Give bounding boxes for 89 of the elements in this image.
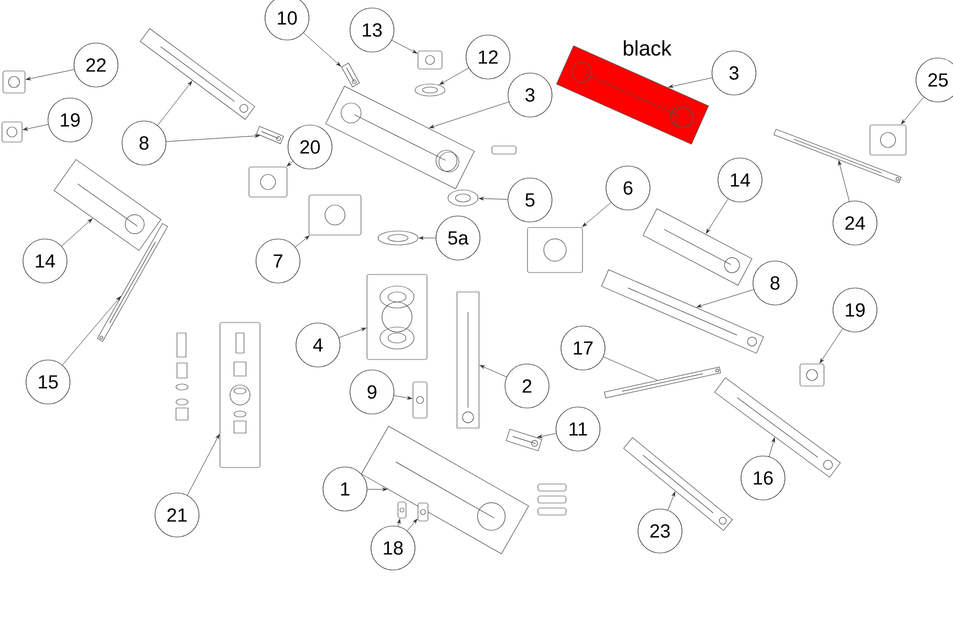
leader-line xyxy=(537,433,556,438)
leader-line xyxy=(696,289,754,308)
leader-line xyxy=(394,395,412,400)
leader-line xyxy=(367,488,388,492)
grip xyxy=(642,208,752,286)
leader-line xyxy=(392,40,418,54)
callout-number: 8 xyxy=(122,120,166,166)
color-note: black xyxy=(624,40,672,56)
callout-number: 2 xyxy=(504,364,550,408)
leader-line xyxy=(439,68,469,85)
callout-number: 11 xyxy=(556,406,600,452)
bearing-box xyxy=(366,274,428,360)
cable xyxy=(604,366,721,398)
callout-number: 15 xyxy=(26,360,70,404)
callout-number: 16 xyxy=(740,456,786,500)
clip xyxy=(418,502,428,522)
leader-line xyxy=(286,161,294,166)
leader-line xyxy=(901,96,924,124)
callout-number: 14 xyxy=(718,158,762,202)
end-plug xyxy=(2,70,26,94)
leader-line xyxy=(397,518,401,527)
leader-line xyxy=(820,328,843,364)
screw xyxy=(398,502,406,518)
callout-number: 9 xyxy=(350,370,394,414)
leader-line xyxy=(603,356,658,380)
handlebar-tube xyxy=(601,269,764,354)
throttle-grip xyxy=(54,159,162,251)
callout-number: 22 xyxy=(74,42,118,88)
leader-line xyxy=(157,80,192,126)
end-plug xyxy=(2,122,22,142)
leader-line xyxy=(478,196,508,200)
triple-clamp xyxy=(325,86,475,190)
leader-line xyxy=(407,518,418,532)
callout-number: 12 xyxy=(466,34,510,80)
leader-line xyxy=(166,134,260,142)
callout-number: 3 xyxy=(712,50,756,96)
parts-box xyxy=(220,322,260,468)
end-plug xyxy=(800,364,824,386)
callout-number: 4 xyxy=(296,322,340,368)
leader-line xyxy=(26,69,74,80)
leader-line xyxy=(668,77,712,88)
leader-line xyxy=(582,202,612,227)
bolts xyxy=(506,428,542,452)
leader-line xyxy=(768,438,775,457)
callout-number: 13 xyxy=(350,8,394,52)
clamp xyxy=(248,166,288,198)
leader-line xyxy=(429,102,510,128)
callout-number: 10 xyxy=(264,0,310,40)
callout-number: 24 xyxy=(832,200,878,246)
callout-number: 17 xyxy=(560,326,606,370)
nut xyxy=(418,50,442,70)
callout-number: 19 xyxy=(832,288,878,332)
bolts xyxy=(412,382,428,418)
leader-line xyxy=(187,434,220,496)
clamp xyxy=(527,227,583,273)
callout-number: 14 xyxy=(22,238,68,284)
leader-line xyxy=(295,236,310,248)
callout-number: 1 xyxy=(322,466,368,512)
leader-line xyxy=(838,160,850,202)
nut xyxy=(448,190,478,206)
callout-number: 7 xyxy=(256,238,300,284)
leader-line xyxy=(61,218,92,246)
handlebar-tube xyxy=(140,28,256,120)
leader-line xyxy=(303,32,341,66)
steering-stem xyxy=(456,292,480,428)
leader-line xyxy=(668,492,676,510)
leader-line xyxy=(480,365,507,378)
cable xyxy=(774,128,902,184)
leader-line xyxy=(338,328,366,338)
callout-number: 18 xyxy=(370,526,416,570)
bolt xyxy=(341,62,360,88)
callout-number: 8 xyxy=(752,260,798,306)
callout-number: 6 xyxy=(606,166,650,210)
callout-number: 20 xyxy=(288,124,332,170)
switch-housing xyxy=(870,124,906,156)
leader-line xyxy=(418,236,436,240)
callout-number: 23 xyxy=(638,508,682,554)
callout-number: 5 xyxy=(508,178,552,222)
leader-line xyxy=(62,296,121,366)
callout-number: 3 xyxy=(508,72,552,118)
washer xyxy=(378,230,418,246)
leader-line xyxy=(22,124,48,130)
leader-line xyxy=(706,198,728,234)
callout-number: 25 xyxy=(916,58,953,102)
clamp xyxy=(308,194,362,236)
washer xyxy=(414,84,446,96)
callout-number: 21 xyxy=(154,492,200,538)
callout-number: 5a xyxy=(436,216,480,260)
callout-number: 19 xyxy=(48,98,92,142)
